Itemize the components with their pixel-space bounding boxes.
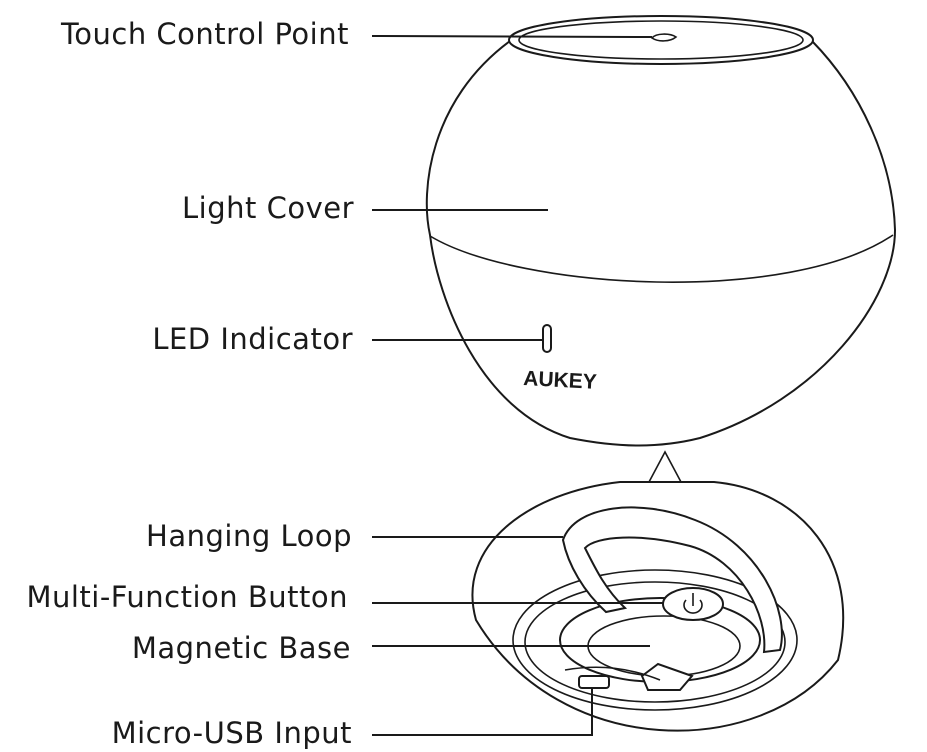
label-touch-control-point: Touch Control Point <box>60 17 349 51</box>
callout-hanging-loop: Hanging Loop <box>146 519 563 553</box>
micro-usb-port <box>578 675 610 689</box>
label-led-indicator: LED Indicator <box>152 322 353 356</box>
callout-magnetic-base: Magnetic Base <box>132 631 650 665</box>
base-unit <box>471 481 845 732</box>
touch-cap-inner <box>518 20 804 60</box>
callout-light-cover: Light Cover <box>182 191 548 225</box>
callout-led-indicator: LED Indicator <box>152 322 543 356</box>
led-indicator <box>542 324 552 353</box>
touch-control-point <box>650 33 678 42</box>
power-icon <box>683 593 703 614</box>
label-multi-function-button: Multi-Function Button <box>26 580 348 614</box>
base-rim-inner <box>524 581 786 703</box>
label-micro-usb-input: Micro-USB Input <box>112 716 352 750</box>
label-light-cover: Light Cover <box>182 191 354 225</box>
cable-clip <box>640 662 694 691</box>
touch-cap <box>508 15 814 65</box>
leader-micro-usb-input <box>372 688 593 736</box>
leader-touch-control-point <box>371 35 653 38</box>
base-rim-outer <box>512 569 798 711</box>
sphere-body <box>425 40 897 447</box>
label-hanging-loop: Hanging Loop <box>146 519 352 553</box>
caret-up-icon <box>648 450 682 483</box>
brand-logo: AUKEY <box>523 367 598 394</box>
label-magnetic-base: Magnetic Base <box>132 631 351 665</box>
callout-multi-function-button: Multi-Function Button <box>26 580 663 614</box>
callout-touch-control-point: Touch Control Point <box>60 17 653 51</box>
light-cover-seam <box>429 234 894 283</box>
callout-micro-usb-input: Micro-USB Input <box>112 688 593 750</box>
hanging-loop <box>561 506 783 654</box>
light-unit: AUKEY <box>425 15 897 447</box>
usb-channel <box>564 666 661 681</box>
